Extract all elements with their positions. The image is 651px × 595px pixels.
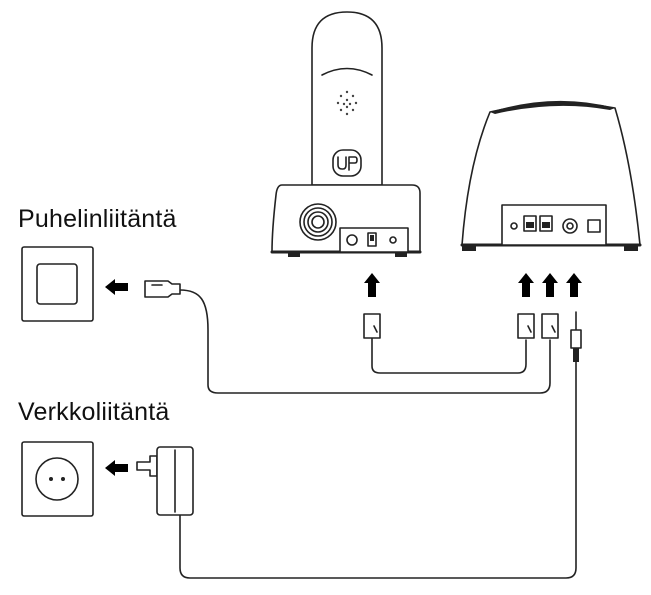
base-speaker-grille [299,203,337,241]
handset-base-cable [371,337,527,374]
ports [510,215,601,234]
phone-wall-jack [21,246,94,322]
phone-cable [179,289,551,394]
arrow-up-icon [566,273,582,297]
base-station [460,100,642,251]
arrow-left-icon [105,279,128,295]
phone-plug [144,280,181,298]
arrow-up-icon [518,273,534,297]
charging-base [270,184,422,257]
power-cable [179,361,577,579]
power-adapter [136,446,194,516]
arrow-up-icon [364,273,380,297]
phone-plug [363,313,381,339]
arrow-up-icon [542,273,558,297]
earpiece-speaker [336,90,358,116]
arrow-left-icon [105,460,128,476]
dc-power-plug [570,311,582,362]
power-outlet-label: Verkkoliitäntä [18,398,170,426]
power-wall-outlet [21,441,94,517]
handset [311,11,383,186]
phone-jack-label: Puhelinliitäntä [18,205,177,233]
phone-plug [517,313,535,339]
phone-plug [541,313,559,339]
